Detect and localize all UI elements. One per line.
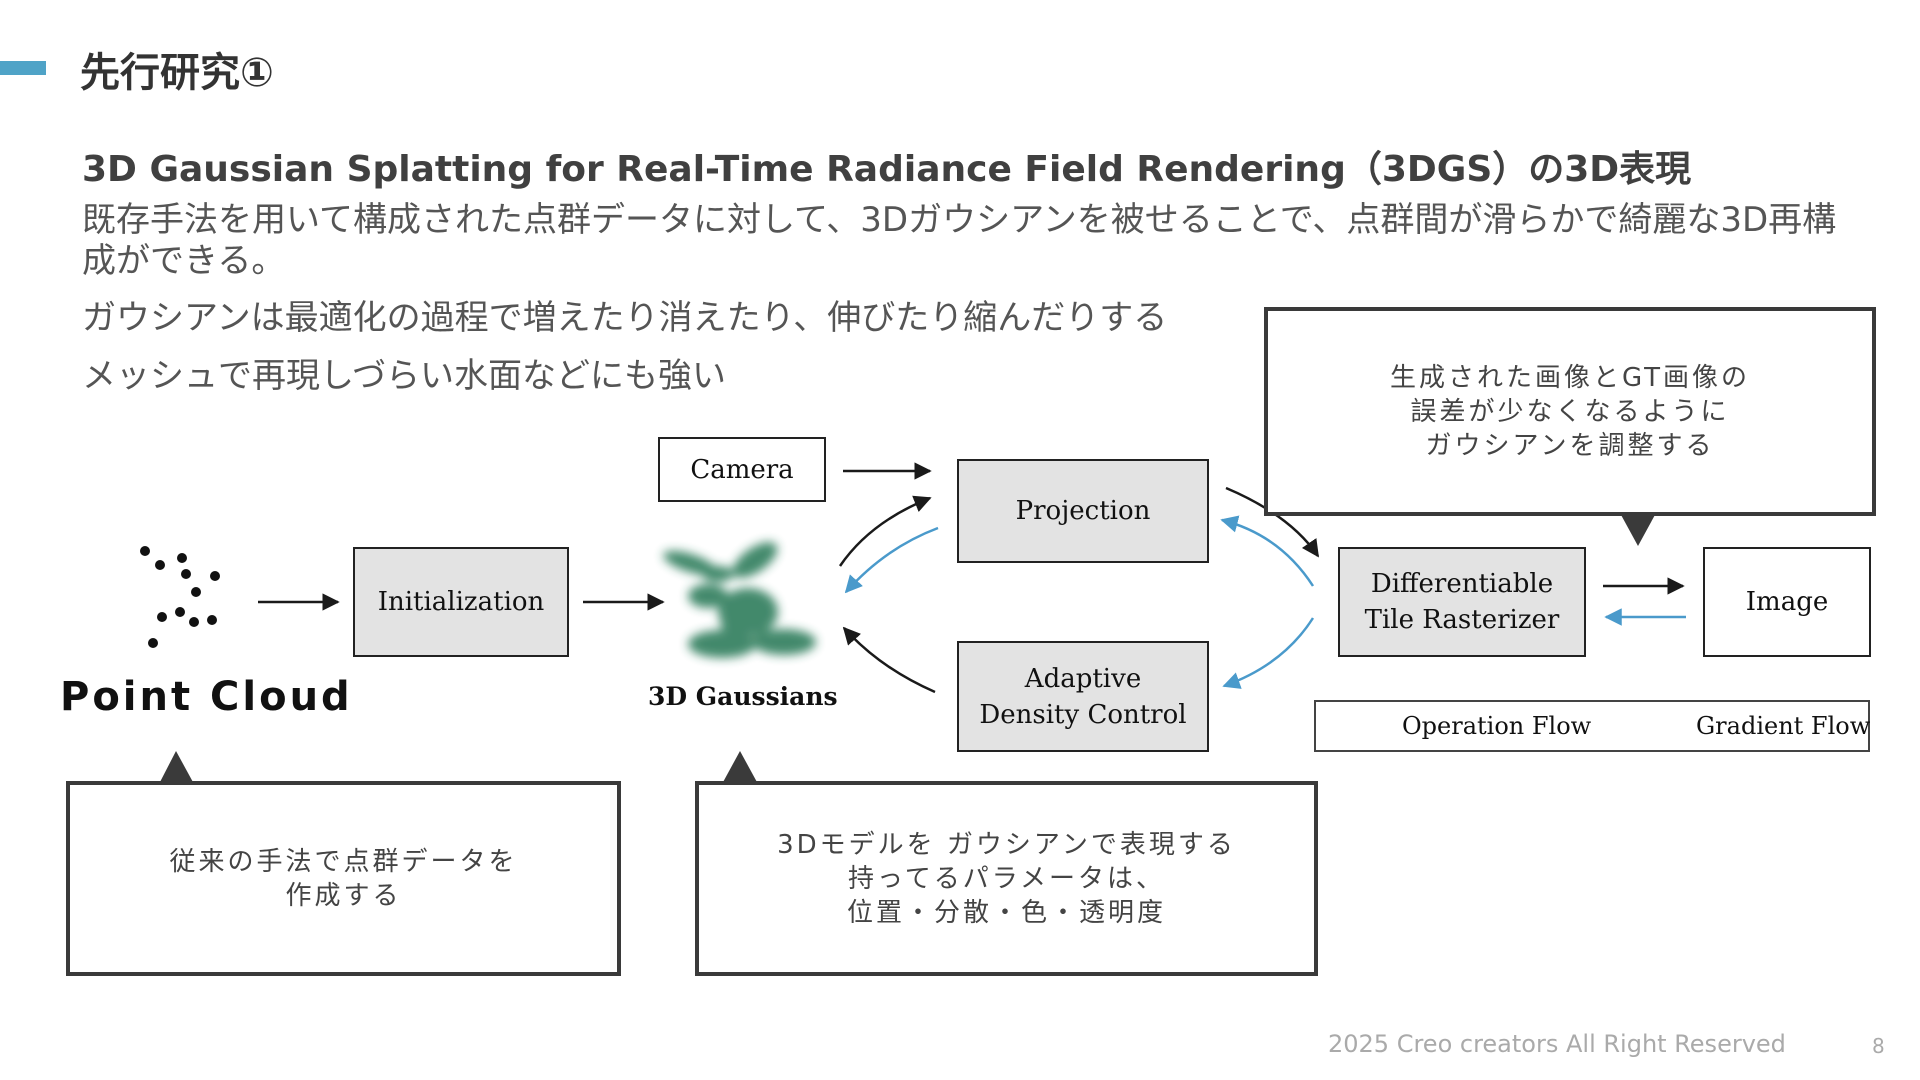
legend-gradient-label: Gradient Flow [1696, 712, 1871, 740]
arrow-density-to-gaussians [842, 626, 936, 694]
rasterizer-node: Differentiable Tile Rasterizer [1338, 547, 1586, 657]
page-number: 8 [1872, 1034, 1885, 1058]
adaptive-density-label-line2: Density Control [979, 699, 1187, 730]
flow-legend: Operation Flow Gradient Flow [1314, 700, 1870, 752]
projection-label: Projection [1015, 496, 1151, 526]
gaussian-blob [721, 615, 749, 635]
initialization-label: Initialization [377, 587, 545, 617]
slide-subtitle: 3D Gaussian Splatting for Real-Time Radi… [82, 149, 1692, 190]
callout-gaussians: 3Dモデルを ガウシアンで表現する 持ってるパラメータは、 位置・分散・色・透明… [695, 781, 1318, 976]
arrow-gradient-rasterizer-to-density [1222, 617, 1315, 689]
point-cloud-dots [140, 546, 220, 648]
camera-node: Camera [658, 437, 826, 502]
point [210, 571, 220, 581]
rasterizer-label-line1: Differentiable [1370, 569, 1554, 599]
rasterizer-label-line2: Tile Rasterizer [1364, 605, 1560, 635]
image-node: Image [1703, 547, 1871, 657]
initialization-node: Initialization [353, 547, 569, 657]
callout-point-cloud-text: 従来の手法で点群データを 作成する [169, 846, 518, 911]
gaussian-blob [702, 566, 734, 582]
gaussian-blob [732, 542, 778, 578]
point [207, 615, 217, 625]
paragraph-3: メッシュで再現しづらい水面などにも強い [82, 356, 726, 396]
arrow-projection-to-rasterizer [1225, 486, 1320, 558]
point [140, 546, 150, 556]
camera-label: Camera [690, 454, 794, 485]
point [189, 617, 199, 627]
point [175, 607, 185, 617]
projection-node: Projection [957, 459, 1209, 563]
callout-tail-pointcloud [159, 751, 194, 784]
point [191, 587, 201, 597]
arrow-gaussians-to-projection [838, 495, 932, 567]
callout-tail-image [1620, 513, 1656, 546]
point [181, 569, 191, 579]
gaussian-blobs [663, 542, 816, 658]
copyright-footer: 2025 Creo creators All Right Reserved [1328, 1030, 1786, 1058]
callout-tail-gaussians [722, 751, 758, 784]
point [148, 638, 158, 648]
gaussian-blob [663, 550, 717, 576]
adaptive-density-control-node: Adaptive Density Control [957, 641, 1209, 752]
paragraph-2: ガウシアンは最適化の過程で増えたり消えたり、伸びたり縮んだりする [82, 298, 1168, 338]
callout-point-cloud: 従来の手法で点群データを 作成する [66, 781, 621, 976]
legend-operation-label: Operation Flow [1402, 712, 1592, 740]
paragraph-1: 既存手法を用いて構成された点群データに対して、3Dガウシアンを被せることで、点群… [82, 200, 1837, 281]
slide-title: 先行研究① [80, 50, 274, 96]
arrow-gradient-projection-to-gaussians [844, 526, 939, 594]
arrow-gradient-rasterizer-to-projection [1220, 515, 1315, 587]
gaussian-blob [752, 629, 816, 655]
point-cloud-label: Point Cloud [60, 674, 353, 720]
callout-image: 生成された画像とGT画像の 誤差が少なくなるように ガウシアンを調整する [1264, 307, 1876, 516]
gaussian-blob [688, 630, 756, 658]
image-label: Image [1745, 587, 1829, 617]
title-accent-bar [0, 61, 46, 75]
gaussians-label: 3D Gaussians [648, 682, 838, 711]
point [177, 553, 187, 563]
point [155, 560, 165, 570]
point [157, 612, 167, 622]
adaptive-density-label-line1: Adaptive [1024, 663, 1142, 694]
gaussian-blob [688, 584, 728, 608]
callout-image-text: 生成された画像とGT画像の 誤差が少なくなるように ガウシアンを調整する [1389, 362, 1751, 461]
callout-gaussians-text: 3Dモデルを ガウシアンで表現する 持ってるパラメータは、 位置・分散・色・透明… [777, 829, 1236, 928]
